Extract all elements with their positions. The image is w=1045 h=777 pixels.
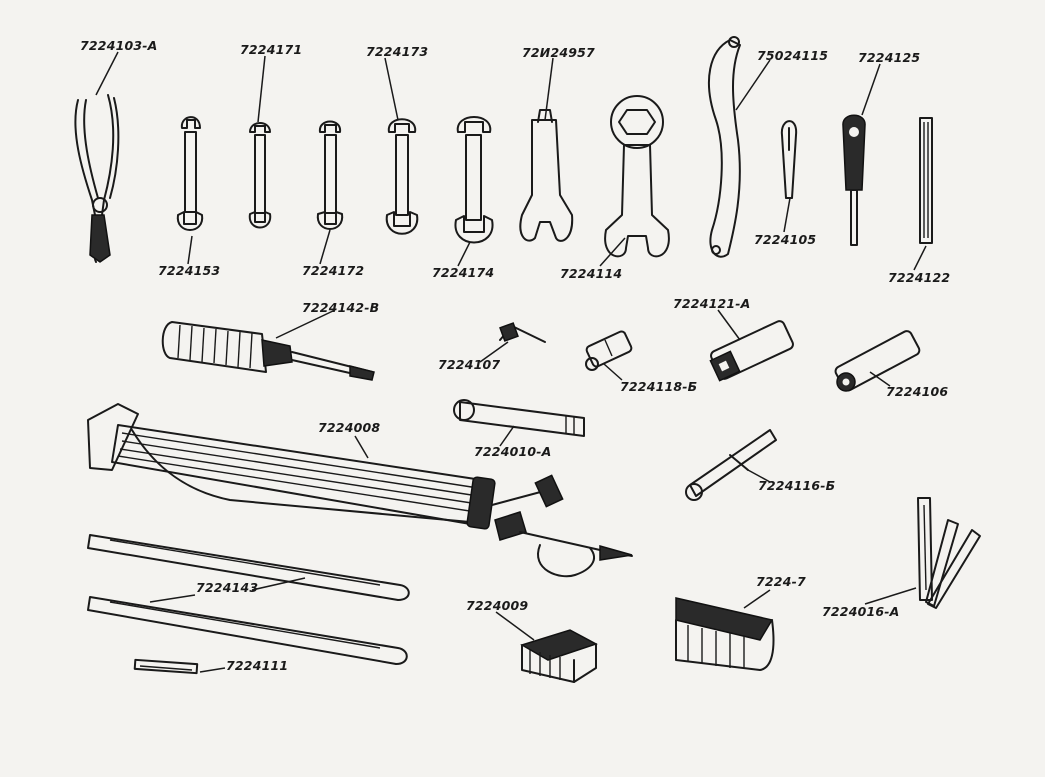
- label-pliers: 7224103-А: [80, 38, 158, 53]
- socket-010-drawing: [453, 399, 585, 437]
- label-wrench-114: 7224114: [560, 266, 623, 281]
- block-009-drawing: [520, 629, 598, 683]
- wrench-153-drawing: [176, 116, 204, 231]
- label-wrench-173: 7224173: [366, 44, 429, 59]
- label-wrench-957: 72И24957: [522, 45, 595, 60]
- label-rod-122: 7224122: [888, 270, 951, 285]
- label-tire-lever: 7224143: [196, 580, 259, 595]
- wrench-957-drawing: [519, 109, 574, 242]
- label-block-009: 7224009: [466, 598, 529, 613]
- label-socket-121: 7224121-А: [673, 296, 751, 311]
- label-pump: 7224008: [318, 420, 381, 435]
- socket-118-drawing: [585, 330, 633, 371]
- label-box-7: 7224-7: [756, 574, 806, 589]
- tire-lever-1-drawing: [87, 534, 410, 601]
- label-socket-106: 7224106: [886, 384, 949, 399]
- pliers-drawing: [74, 94, 120, 263]
- tool-105-drawing: [780, 120, 798, 199]
- label-feeler-gauge: 7224016-А: [822, 604, 900, 619]
- key-107-drawing: [499, 322, 546, 343]
- rod-122-drawing: [919, 117, 933, 244]
- label-screwdriver-small: 7224125: [858, 50, 921, 65]
- label-socket-116: 7224116-Б: [758, 478, 836, 493]
- label-socket-010: 7224010-А: [474, 444, 552, 459]
- hook-spanner-drawing: [708, 36, 741, 258]
- pump-drawing: [87, 403, 633, 578]
- socket-116-drawing: [685, 429, 777, 501]
- feeler-gauge-drawing: [917, 497, 981, 609]
- file-drawing: [133, 658, 199, 675]
- wrench-171-drawing: [248, 122, 272, 229]
- wrench-114-drawing: [604, 95, 670, 258]
- label-wrench-172: 7224172: [302, 263, 365, 278]
- socket-121-drawing: [709, 320, 794, 382]
- label-wrench-171: 7224171: [240, 42, 303, 57]
- label-wrench-153: 7224153: [158, 263, 221, 278]
- box-7-drawing: [675, 597, 775, 671]
- wrench-172-drawing: [316, 120, 344, 230]
- wrench-174-drawing: [454, 116, 494, 244]
- label-screwdriver-142: 7224142-В: [302, 300, 380, 315]
- screwdriver-142-drawing: [161, 321, 375, 381]
- screwdriver-small-drawing: [842, 114, 866, 246]
- socket-106-drawing: [834, 330, 921, 392]
- label-hook-spanner: 75024115: [757, 48, 829, 63]
- label-tool-105: 7224105: [754, 232, 817, 247]
- label-key-107: 7224107: [438, 357, 501, 372]
- tire-lever-2-drawing: [87, 596, 408, 665]
- label-wrench-174: 7224174: [432, 265, 495, 280]
- label-file: 7224111: [226, 658, 289, 673]
- wrench-173-drawing: [385, 118, 419, 235]
- leader-lines: [95, 51, 927, 673]
- label-socket-118: 7224118-Б: [620, 379, 698, 394]
